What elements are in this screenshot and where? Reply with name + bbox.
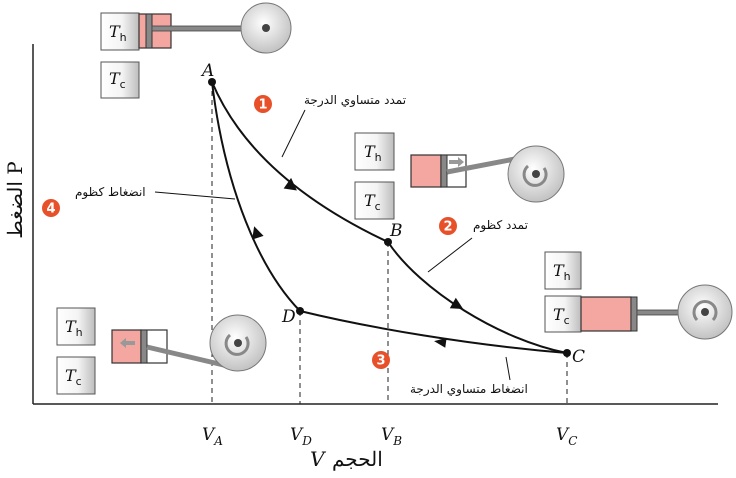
flywheel-c-hub	[701, 308, 709, 316]
badge-process-1-number: 1	[258, 98, 267, 113]
cold-reservoir-a-label: Tc	[109, 69, 126, 91]
label-process-2: تمدد كظوم	[473, 218, 528, 233]
engine-stage-a: Th Tc	[100, 2, 292, 99]
tick-va: VA	[202, 425, 223, 448]
label-process-1: تمدد متساوي الدرجة	[304, 93, 406, 108]
cylinder-gas-b	[410, 154, 442, 188]
flywheel-b-hub	[532, 170, 540, 178]
badge-process-3-number: 3	[376, 354, 385, 369]
point-a	[208, 78, 216, 86]
arrow-process-3	[434, 337, 447, 348]
label-process-4: انضغاط كظوم	[75, 185, 146, 200]
arrow-process-4	[252, 226, 264, 240]
badge-process-4	[42, 199, 60, 217]
hot-reservoir-c	[544, 251, 582, 290]
hot-reservoir-c-label: Th	[553, 261, 571, 283]
hot-reservoir-d	[56, 307, 96, 346]
engine-stage-d: Th Tc	[56, 307, 267, 395]
hot-reservoir-a-label: Th	[109, 22, 127, 44]
tick-vd: VD	[290, 425, 312, 448]
leader-process-2	[427, 237, 473, 273]
hot-reservoir-d-label: Th	[65, 317, 83, 339]
cold-reservoir-c-label: Tc	[553, 305, 570, 327]
piston-rod-b	[446, 155, 521, 175]
push-arrow-b	[449, 157, 464, 167]
flywheel-a-hub	[262, 24, 270, 32]
piston-rod-d	[146, 344, 233, 370]
point-d	[296, 307, 304, 315]
curve-adiabatic-expansion	[387, 241, 568, 354]
point-c	[563, 349, 571, 357]
label-point-b: B	[389, 221, 403, 241]
push-arrow-d	[120, 338, 135, 348]
engine-stage-b: Th Tc	[354, 132, 565, 220]
cold-reservoir-b-label: Tc	[364, 191, 381, 213]
label-point-d: D	[281, 307, 296, 327]
arrow-process-1	[283, 177, 297, 191]
x-axis-title-arabic: الحجم	[332, 447, 383, 471]
label-point-c: C	[572, 347, 585, 367]
label-point-a: A	[200, 61, 214, 81]
curve-isothermal-compression	[299, 310, 568, 354]
rotation-arrow-d	[224, 333, 250, 356]
label-process-3: انضغاط متساوي الدرجة	[410, 382, 528, 397]
leader-process-4	[154, 191, 236, 200]
x-axis-title-symbol: V	[310, 447, 327, 471]
leader-process-3	[505, 356, 511, 381]
hot-reservoir-b	[354, 132, 395, 171]
rotation-arrow-b	[522, 164, 548, 187]
arrow-process-2	[449, 297, 464, 309]
cylinder-gas-d	[111, 329, 142, 364]
piston-b	[440, 154, 448, 188]
cold-reservoir-d-label: Tc	[65, 366, 82, 388]
badge-process-2-number: 2	[443, 220, 452, 235]
cold-reservoir-b	[354, 181, 395, 220]
tick-vb: VB	[381, 425, 402, 448]
hot-reservoir-b-label: Th	[364, 142, 382, 164]
badge-process-1	[254, 95, 272, 113]
leader-process-1	[281, 109, 306, 158]
piston-rod-a	[151, 25, 247, 32]
curve-adiabatic-compression	[211, 81, 301, 312]
y-axis-title: الضغط P	[3, 161, 27, 238]
badge-process-3	[372, 351, 390, 369]
point-b	[384, 238, 392, 246]
tick-vc: VC	[556, 425, 577, 448]
cold-reservoir-a	[100, 61, 140, 99]
cold-reservoir-c	[544, 295, 582, 333]
curve-isothermal-expansion	[211, 81, 389, 243]
cylinder-gas-c	[580, 296, 632, 332]
badge-process-2	[439, 217, 457, 235]
flywheel-d-hub	[234, 339, 242, 347]
hot-reservoir-a	[100, 12, 140, 51]
engine-stage-c: Th Tc	[544, 251, 733, 340]
cold-reservoir-d	[56, 356, 96, 395]
badge-process-4-number: 4	[46, 202, 55, 217]
piston-d	[140, 329, 148, 364]
piston-c	[630, 296, 638, 332]
rotation-arrow-c	[692, 300, 718, 322]
piston-a	[145, 13, 153, 49]
